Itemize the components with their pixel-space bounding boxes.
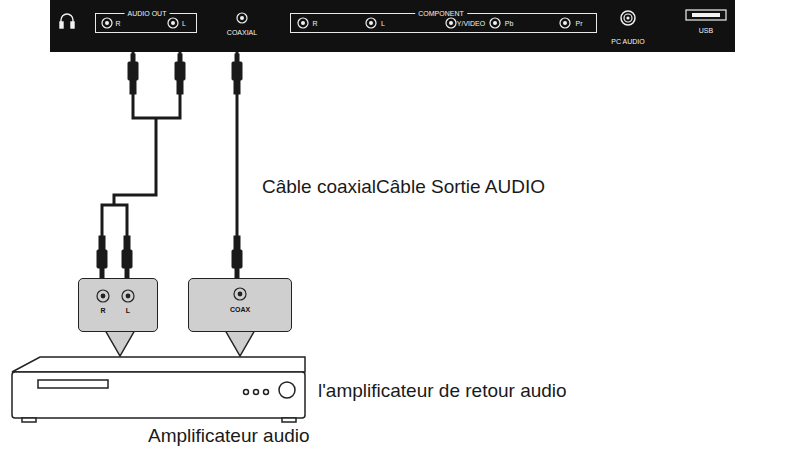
jack-pin: [171, 21, 175, 25]
port-label: L: [182, 20, 186, 27]
jack-pin: [240, 16, 244, 20]
port-label: Pb: [505, 20, 514, 27]
jack-pin: [105, 21, 109, 25]
headphone-icon: [60, 14, 74, 28]
port-icons: [291, 14, 598, 34]
jack: [490, 18, 500, 28]
jack-pin: [369, 21, 373, 25]
device-front: [12, 372, 305, 418]
rca-plug: [128, 54, 185, 94]
caption-label: l'amplificateur de retour audio: [318, 381, 567, 402]
port-label: USB: [699, 27, 713, 34]
jack-pin: [449, 21, 453, 25]
callout-tail: [105, 330, 135, 356]
callout-tail: [225, 330, 255, 356]
jack: [366, 18, 376, 28]
port-label: L: [381, 20, 385, 27]
callout-box: COAX: [188, 278, 292, 332]
jack-pin: [626, 16, 629, 19]
disc-tray: [38, 380, 108, 388]
jack-pin: [563, 21, 567, 25]
port-label: COAX: [230, 306, 250, 313]
port-label: R: [115, 20, 120, 27]
jack: [624, 14, 632, 22]
jack-pin: [126, 294, 131, 299]
component-group: COMPONENT R L Y/VIDEO Pb Pr: [290, 13, 597, 33]
caption-label: Câble coaxialCâble Sortie AUDIO: [262, 177, 545, 198]
usb-tongue: [692, 13, 720, 17]
back-panel: COAXIAL PC AUDIO USB AUDIO OUT R L COMPONENT R L…: [50, 0, 735, 52]
coax-plug: [232, 54, 242, 94]
jack: [122, 290, 134, 302]
device-foot: [22, 418, 36, 422]
button: [254, 390, 259, 395]
coax-plug: [232, 236, 242, 279]
port-label: Y/VIDEO: [457, 20, 485, 27]
jack-pin: [301, 21, 305, 25]
jack: [298, 18, 308, 28]
cable: [102, 33, 180, 278]
group-heading: AUDIO OUT: [125, 10, 170, 17]
jack: [234, 288, 246, 300]
jack: [168, 18, 178, 28]
jack: [560, 18, 570, 28]
port-label: PC AUDIO: [611, 38, 644, 45]
port-label: R: [312, 20, 317, 27]
jack: [102, 18, 112, 28]
port-label: R: [100, 307, 105, 314]
group-heading: COMPONENT: [415, 10, 467, 17]
amplifier-device: [12, 357, 305, 422]
port-label: COAXIAL: [227, 29, 257, 36]
port-icons: [79, 279, 159, 333]
button: [244, 390, 249, 395]
audio-out-group: AUDIO OUT R L: [95, 13, 197, 33]
caption-label: Amplificateur audio: [148, 426, 310, 447]
device-foot: [282, 418, 296, 422]
callout-box: RL: [78, 278, 158, 332]
rca-plug: [97, 236, 132, 279]
port-label: Pr: [576, 20, 583, 27]
pc-audio-jack: [621, 11, 635, 25]
knob: [279, 382, 295, 398]
jack-pin: [493, 21, 497, 25]
device-top: [12, 357, 305, 372]
button: [264, 390, 269, 395]
jack-pin: [238, 292, 243, 297]
jack-pin: [101, 294, 106, 299]
jack: [237, 13, 247, 23]
jack: [97, 290, 109, 302]
jack: [446, 18, 456, 28]
usb-port: [686, 10, 726, 20]
port-label: L: [126, 307, 130, 314]
